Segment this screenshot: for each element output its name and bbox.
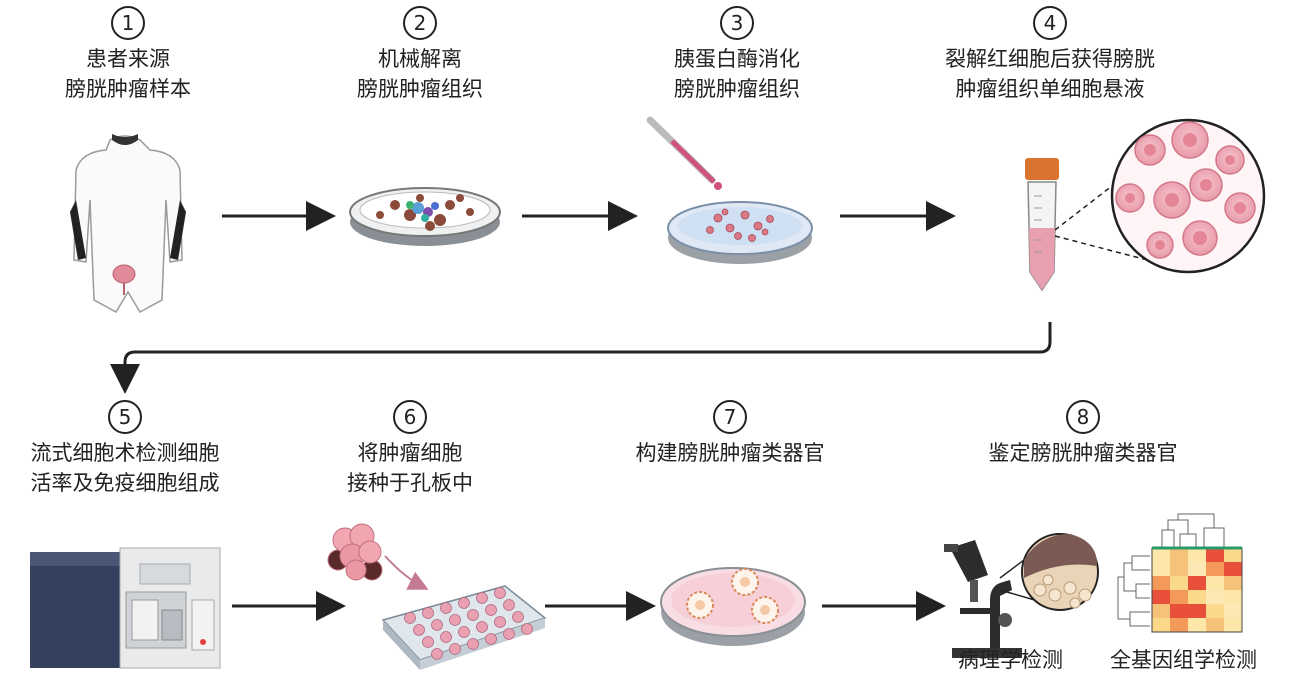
step-3-line-1: 胰蛋白酶消化 bbox=[674, 47, 800, 71]
step-1-line-2: 膀胱肿瘤样本 bbox=[65, 77, 191, 101]
genomics-label: 全基因组学检测 bbox=[1110, 648, 1257, 672]
step-5-line-1: 流式细胞术检测细胞 bbox=[30, 441, 220, 465]
heatmap-icon bbox=[1117, 513, 1243, 633]
step-1: 1 患者来源 膀胱肿瘤样本 bbox=[28, 6, 228, 104]
step-7-number: 7 bbox=[713, 400, 747, 434]
step-6: 6 将肿瘤细胞 接种于孔板中 bbox=[320, 400, 500, 498]
step-8: 8 鉴定膀胱肿瘤类器官 bbox=[968, 400, 1198, 468]
step-7: 7 构建膀胱肿瘤类器官 bbox=[620, 400, 840, 468]
step-4-line-1: 裂解红细胞后获得膀胱 bbox=[945, 47, 1155, 71]
step-1-number: 1 bbox=[111, 6, 145, 40]
tissue-magnified-icon bbox=[999, 533, 1099, 611]
pipette-dish-icon bbox=[646, 116, 813, 264]
step-5-number: 5 bbox=[108, 400, 142, 434]
step-5-line-2: 活率及免疫细胞组成 bbox=[30, 471, 220, 495]
step-7-line-1: 构建膀胱肿瘤类器官 bbox=[635, 441, 825, 465]
step-6-line-1: 将肿瘤细胞 bbox=[357, 441, 463, 465]
tube-cells-icon bbox=[1025, 118, 1266, 292]
flow-cytometer-icon bbox=[30, 547, 221, 669]
organoid-dish-icon bbox=[660, 567, 806, 646]
arrow-4-5 bbox=[110, 322, 1052, 394]
step-1-line-1: 患者来源 bbox=[86, 47, 170, 71]
step-5: 5 流式细胞术检测细胞 活率及免疫细胞组成 bbox=[10, 400, 240, 498]
step-3-line-2: 膀胱肿瘤组织 bbox=[674, 77, 800, 101]
step-2-number: 2 bbox=[403, 6, 437, 40]
step-8-line-1: 鉴定膀胱肿瘤类器官 bbox=[988, 441, 1178, 465]
step-6-number: 6 bbox=[393, 400, 427, 434]
step-3-number: 3 bbox=[720, 6, 754, 40]
pathology-label: 病理学检测 bbox=[958, 648, 1063, 672]
cell-cluster-plate-icon bbox=[327, 523, 547, 670]
step-4: 4 裂解红细胞后获得膀胱 肿瘤组织单细胞悬液 bbox=[920, 6, 1180, 104]
step-4-number: 4 bbox=[1033, 6, 1067, 40]
dish-tissue-icon bbox=[349, 187, 501, 246]
microscope-icon bbox=[944, 540, 1022, 658]
step-6-line-2: 接种于孔板中 bbox=[347, 471, 473, 495]
step-2: 2 机械解离 膀胱肿瘤组织 bbox=[320, 6, 520, 104]
step-2-line-1: 机械解离 bbox=[378, 47, 462, 71]
step-4-line-2: 肿瘤组织单细胞悬液 bbox=[955, 77, 1145, 101]
patient-body-icon bbox=[70, 134, 186, 314]
step-3: 3 胰蛋白酶消化 膀胱肿瘤组织 bbox=[632, 6, 842, 104]
step-8-number: 8 bbox=[1066, 400, 1100, 434]
step-2-line-2: 膀胱肿瘤组织 bbox=[357, 77, 483, 101]
